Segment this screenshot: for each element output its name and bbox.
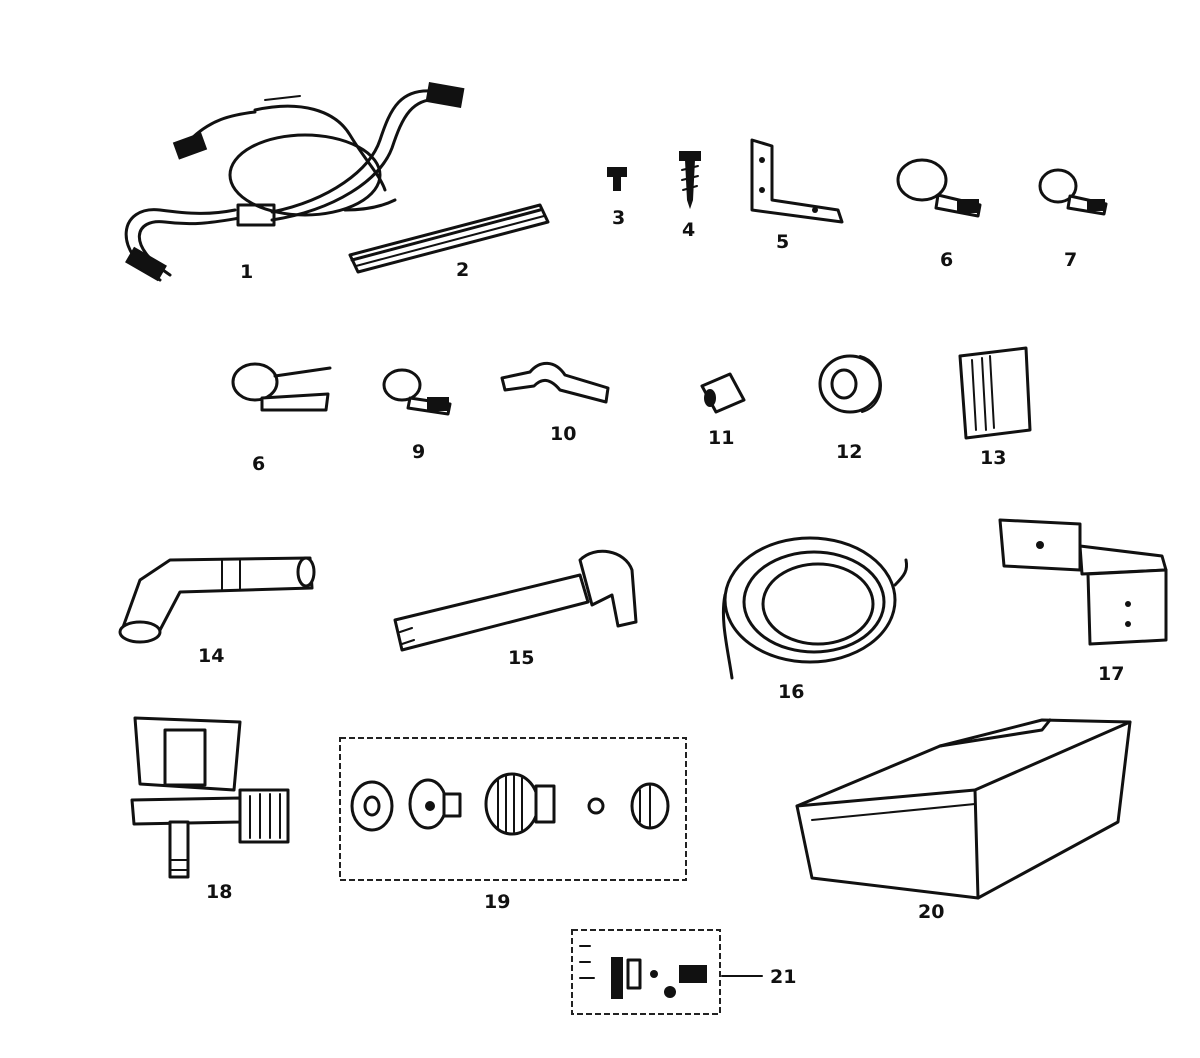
part-label-6-middle: 6 <box>252 453 265 475</box>
fill-tube-part <box>393 549 638 652</box>
wood-screw-part <box>679 151 701 210</box>
hose-elbow-part <box>118 556 316 644</box>
clamp-part-2 <box>231 362 332 412</box>
clamp-part-3 <box>382 368 452 416</box>
washer-part <box>818 354 882 414</box>
tubing-coil-part <box>721 536 909 680</box>
hardware-card-part <box>571 929 763 1015</box>
clamp-part <box>896 158 982 218</box>
part-label-3: 3 <box>612 207 625 229</box>
part-label-11: 11 <box>708 427 734 449</box>
part-label-15: 15 <box>508 647 534 669</box>
part-label-14: 14 <box>198 645 224 667</box>
part-label-10: 10 <box>550 423 576 445</box>
ice-bin-part <box>795 718 1132 900</box>
part-label-13: 13 <box>980 447 1006 469</box>
bushing-part <box>700 372 746 414</box>
pad-part <box>958 346 1032 440</box>
part-label-1: 1 <box>240 261 253 283</box>
part-label-17: 17 <box>1098 663 1124 685</box>
channel-strip-part <box>348 203 550 274</box>
part-label-7: 7 <box>1064 249 1077 271</box>
part-label-19: 19 <box>484 891 510 913</box>
l-bracket-part <box>750 138 844 224</box>
strap-clamp-part <box>500 361 610 404</box>
small-clamp-part <box>1038 168 1108 216</box>
part-label-21: 21 <box>770 966 796 988</box>
part-label-20: 20 <box>918 901 944 923</box>
wire-harness-part <box>124 82 465 282</box>
part-label-4: 4 <box>682 219 695 241</box>
part-label-16: 16 <box>778 681 804 703</box>
part-label-6-top: 6 <box>940 249 953 271</box>
part-label-2: 2 <box>456 259 469 281</box>
screw-part <box>607 167 627 191</box>
part-label-18: 18 <box>206 881 232 903</box>
part-label-9: 9 <box>412 441 425 463</box>
mounting-bracket-part <box>998 518 1168 646</box>
fitting-kit-part <box>339 737 687 881</box>
part-label-5: 5 <box>776 231 789 253</box>
part-label-12: 12 <box>836 441 862 463</box>
water-valve-part <box>130 716 290 879</box>
